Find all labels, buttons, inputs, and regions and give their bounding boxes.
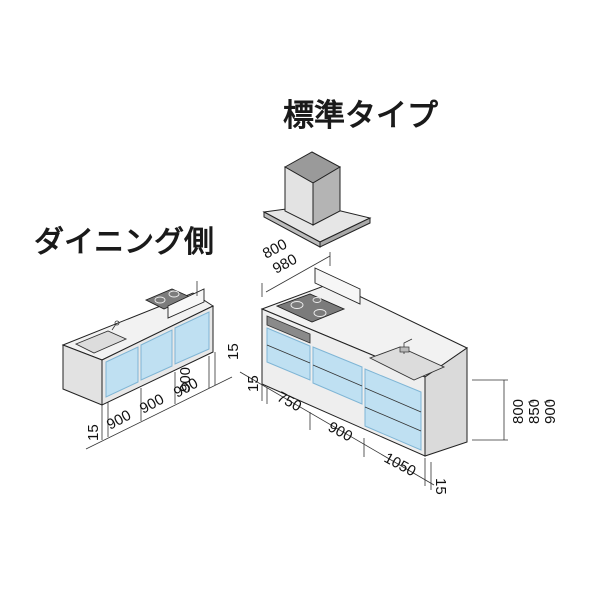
main-kitchen [260,267,468,457]
dining-panel-2 [140,329,173,381]
dining-panel-1 [105,346,139,398]
dining-panel-3 [174,311,210,365]
height-label-800: 800 [510,399,527,424]
height-dimension: 800 850 900 [472,379,559,441]
dining-island [61,281,215,406]
dining-dim-seg2: 900 [137,391,167,418]
range-hood [262,151,372,248]
main-dim-left: 15 [245,375,262,392]
height-label-900: 900 [542,399,559,424]
dining-dim-left: 15 [85,424,102,441]
main-dim-seg3: 1050 [381,450,418,481]
dining-sink [74,330,128,354]
title-dining-side: ダイニング側 [34,225,214,260]
main-cooktop [275,293,346,323]
title-standard-type: 標準タイプ [283,98,439,134]
main-dim-right: 15 [432,478,449,495]
height-label-850: 850 [526,399,543,424]
dining-dim-seg1: 900 [104,407,134,434]
dining-dim-right: 15 [225,343,242,360]
main-sink [368,346,446,381]
dining-dim-seg3b: 900 [177,367,194,392]
